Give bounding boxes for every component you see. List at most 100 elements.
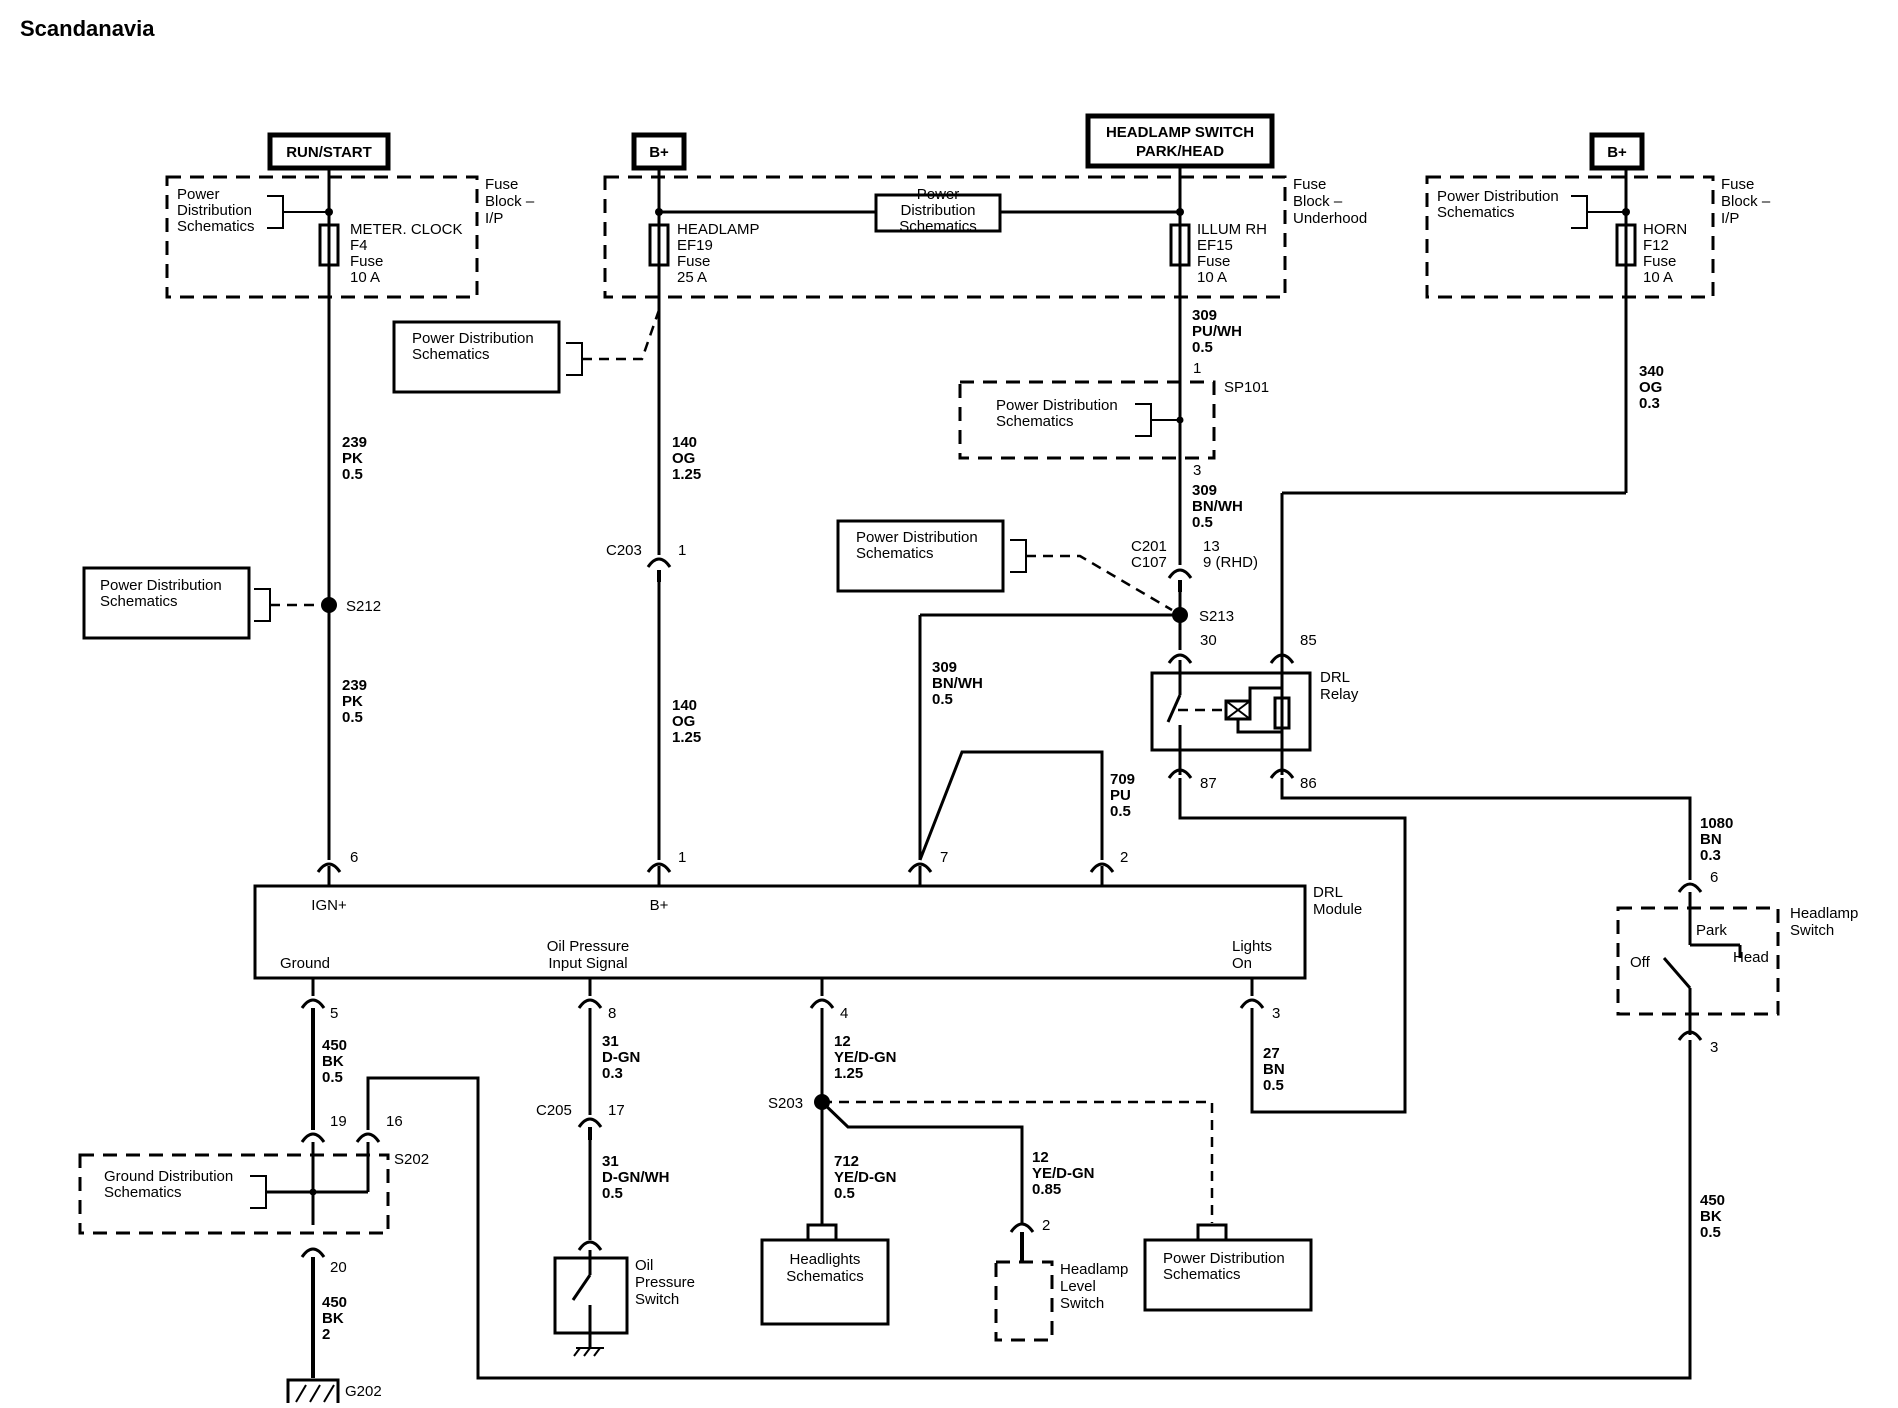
svg-text:OG: OG bbox=[1639, 379, 1662, 396]
svg-text:Ground Distribution: Ground Distribution bbox=[104, 1168, 233, 1185]
gds-reference[interactable]: Ground Distribution Schematics bbox=[104, 1168, 267, 1209]
pds-reference[interactable]: Power Distribution Schematics bbox=[1437, 188, 1626, 229]
svg-text:C107: C107 bbox=[1131, 554, 1167, 571]
svg-text:309: 309 bbox=[932, 659, 957, 676]
svg-text:C201: C201 bbox=[1131, 538, 1167, 555]
svg-text:Switch: Switch bbox=[1060, 1295, 1104, 1312]
wire-label-450a: 450 BK 0.5 bbox=[322, 1037, 347, 1086]
svg-text:12: 12 bbox=[1032, 1149, 1049, 1166]
svg-text:BN/WH: BN/WH bbox=[932, 675, 983, 692]
svg-text:Schematics: Schematics bbox=[177, 218, 255, 235]
svg-text:140: 140 bbox=[672, 434, 697, 451]
svg-text:87: 87 bbox=[1200, 775, 1217, 792]
fuse-block-ip-left: Fuse Block – I/P Power Distribution Sche… bbox=[165, 168, 535, 299]
svg-text:Head: Head bbox=[1733, 949, 1769, 966]
svg-text:2: 2 bbox=[1042, 1217, 1050, 1234]
wire-label-239a: 239 PK 0.5 bbox=[342, 434, 367, 483]
svg-text:4: 4 bbox=[840, 1005, 848, 1022]
svg-text:450: 450 bbox=[322, 1294, 347, 1311]
svg-text:B+: B+ bbox=[650, 897, 669, 914]
svg-text:309: 309 bbox=[1192, 307, 1217, 324]
svg-text:0.5: 0.5 bbox=[342, 709, 363, 726]
fuse-f4-label: METER. CLOCK F4 Fuse 10 A bbox=[350, 221, 463, 286]
relay-pin-86-icon bbox=[1269, 768, 1295, 779]
svg-text:2: 2 bbox=[322, 1326, 330, 1343]
wire-label-309c: 309 BN/WH 0.5 bbox=[932, 659, 983, 708]
source-label: B+ bbox=[1607, 144, 1627, 161]
svg-text:20: 20 bbox=[330, 1259, 347, 1276]
wire-label-31b: 31 D-GN/WH 0.5 bbox=[602, 1153, 670, 1202]
svg-text:8: 8 bbox=[608, 1005, 616, 1022]
pin-19-connector-icon bbox=[300, 1132, 326, 1143]
svg-text:25 A: 25 A bbox=[677, 269, 707, 286]
wire-label-709: 709 PU 0.5 bbox=[1110, 771, 1135, 820]
svg-text:F12: F12 bbox=[1643, 237, 1669, 254]
wire-label-712: 712 YE/D-GN 0.5 bbox=[834, 1153, 897, 1202]
svg-text:Power Distribution: Power Distribution bbox=[856, 529, 978, 546]
svg-text:Power Distribution: Power Distribution bbox=[412, 330, 534, 347]
level-switch-pin-2-icon bbox=[1009, 1222, 1035, 1233]
svg-text:S212: S212 bbox=[346, 598, 381, 615]
svg-text:19: 19 bbox=[330, 1113, 347, 1130]
circuit-31-oil: 8 31 D-GN 0.3 C205 17 31 D-GN/WH 0.5 Oil… bbox=[536, 978, 695, 1357]
svg-text:140: 140 bbox=[672, 697, 697, 714]
splice-pack-sp101 bbox=[958, 380, 1216, 460]
svg-text:17: 17 bbox=[608, 1102, 625, 1119]
wire-label-309b: 309 BN/WH 0.5 bbox=[1192, 482, 1243, 531]
svg-text:BN/WH: BN/WH bbox=[1192, 498, 1243, 515]
pds-reference[interactable]: Power Distribution Schematics bbox=[177, 186, 329, 235]
svg-text:Power: Power bbox=[177, 186, 220, 203]
pin-8-connector-icon bbox=[577, 998, 603, 1009]
circuit-27-lights-on: 3 27 BN 0.5 bbox=[1178, 778, 1407, 1114]
svg-text:PK: PK bbox=[342, 450, 363, 467]
svg-text:0.3: 0.3 bbox=[1700, 847, 1721, 864]
pds-reference[interactable]: Power Distribution Schematics bbox=[996, 397, 1180, 437]
svg-text:Oil: Oil bbox=[635, 1257, 653, 1274]
svg-text:1.25: 1.25 bbox=[672, 729, 701, 746]
source-headlamp-switch: HEADLAMP SWITCH PARK/HEAD bbox=[1085, 113, 1275, 169]
pds-reference[interactable]: Power Distribution Schematics bbox=[82, 566, 321, 640]
svg-text:10 A: 10 A bbox=[1197, 269, 1227, 286]
headlamp-switch: Park Head Off Headlamp Switch 3 bbox=[1616, 892, 1858, 1056]
svg-text:Schematics: Schematics bbox=[104, 1184, 182, 1201]
pin-2-connector-icon bbox=[1089, 862, 1115, 873]
svg-text:Schematics: Schematics bbox=[786, 1268, 864, 1285]
circuit-340-horn: 340 OG 0.3 bbox=[1280, 265, 1664, 660]
pin-7-connector-icon bbox=[907, 862, 933, 873]
source-label: RUN/START bbox=[286, 144, 372, 161]
svg-text:Underhood: Underhood bbox=[1293, 210, 1367, 227]
svg-text:Distribution: Distribution bbox=[900, 202, 975, 219]
svg-text:Input Signal: Input Signal bbox=[548, 955, 627, 972]
wire-label-27: 27 BN 0.5 bbox=[1263, 1045, 1285, 1094]
svg-text:12: 12 bbox=[834, 1033, 851, 1050]
pds-reference[interactable]: Power Distribution Schematics bbox=[836, 519, 1173, 612]
pds-reference[interactable]: Power Distribution Schematics bbox=[392, 309, 661, 394]
svg-text:BN: BN bbox=[1700, 831, 1722, 848]
svg-text:Fuse: Fuse bbox=[1643, 253, 1676, 270]
circuit-450-loop: 450 BK 0.5 bbox=[366, 1040, 1725, 1380]
circuit-450-ground: 5 450 BK 0.5 19 16 S202 Ground Distribut… bbox=[78, 978, 429, 1403]
headlights-reference[interactable]: Headlights Schematics bbox=[760, 1238, 890, 1326]
svg-text:16: 16 bbox=[386, 1113, 403, 1130]
svg-text:0.5: 0.5 bbox=[1110, 803, 1131, 820]
svg-text:0.5: 0.5 bbox=[834, 1185, 855, 1202]
svg-text:27: 27 bbox=[1263, 1045, 1280, 1062]
svg-text:S202: S202 bbox=[394, 1151, 429, 1168]
svg-text:Distribution: Distribution bbox=[177, 202, 252, 219]
svg-text:1: 1 bbox=[678, 849, 686, 866]
pds-reference[interactable]: Power Distribution Schematics bbox=[874, 186, 1002, 235]
pds-reference[interactable]: Power Distribution Schematics bbox=[1143, 1223, 1313, 1312]
svg-text:1.25: 1.25 bbox=[834, 1065, 863, 1082]
wire-label-140b: 140 OG 1.25 bbox=[672, 697, 701, 746]
source-run-start: RUN/START bbox=[267, 132, 391, 171]
svg-text:309: 309 bbox=[1192, 482, 1217, 499]
svg-text:HORN: HORN bbox=[1643, 221, 1687, 238]
svg-text:Lights: Lights bbox=[1232, 938, 1272, 955]
svg-text:ILLUM RH: ILLUM RH bbox=[1197, 221, 1267, 238]
svg-text:0.5: 0.5 bbox=[602, 1185, 623, 1202]
pin-3-connector-icon bbox=[1239, 998, 1265, 1009]
wire-label-239b: 239 PK 0.5 bbox=[342, 677, 367, 726]
svg-text:Power: Power bbox=[917, 186, 960, 203]
